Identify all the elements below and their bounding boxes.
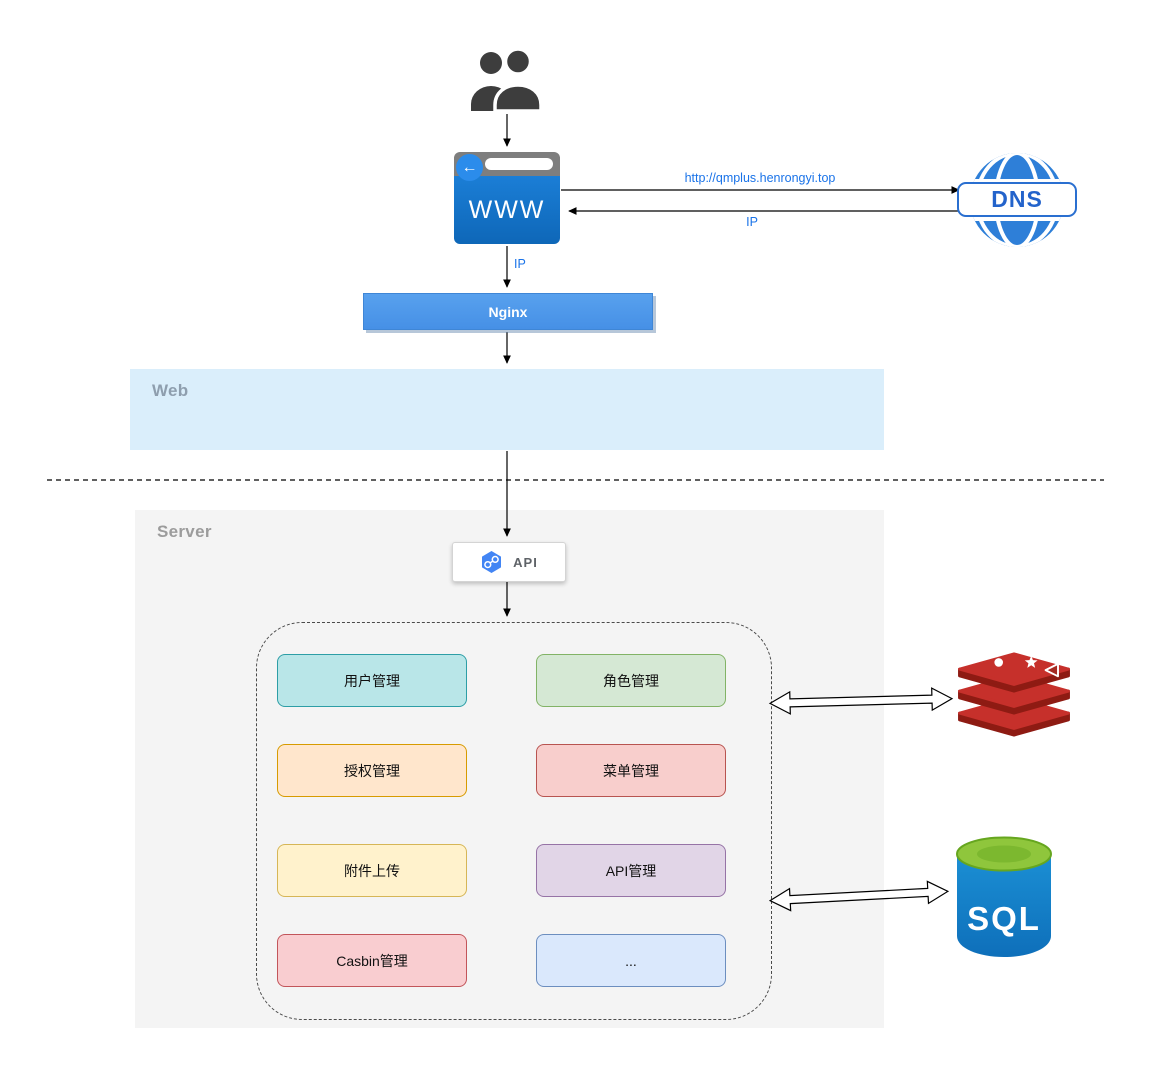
module-box: 菜单管理 [536,744,726,797]
module-grid: 用户管理 角色管理 授权管理 菜单管理 附件上传 API管理 [277,654,726,987]
edge-label-dns-request: http://qmplus.henrongyi.top [684,171,836,185]
module-label: 角色管理 [603,672,659,689]
dns-banner: DNS [957,182,1077,217]
module-label: Casbin管理 [336,952,408,969]
module-label: 授权管理 [344,762,400,779]
edge-label-browser-nginx-ip: IP [514,257,526,271]
sql-cylinder-top-inner [977,845,1031,863]
module-label: API管理 [605,862,657,879]
browser-body: WWW [454,176,560,244]
sql-label: SQL [967,900,1041,937]
module-attachment-upload: 附件上传 [277,844,467,897]
redis-triangle-deco [1044,662,1059,678]
module-label: 菜单管理 [603,762,659,779]
front-user-body [493,83,543,113]
api-label: API [513,554,538,570]
module-box: Casbin管理 [277,934,467,987]
module-box: ... [536,934,726,987]
sql-cylinder-body [957,854,1051,957]
module-box: API管理 [536,844,726,897]
web-zone: Web [130,369,884,450]
module-label: ... [625,952,637,969]
server-zone: Server [135,510,884,1028]
dns-label: DNS [991,186,1043,212]
module-casbin-management: Casbin管理 [277,934,467,987]
modules-dashed-container [256,622,772,1020]
redis-circle-deco [994,658,1003,667]
nginx-node: Nginx [363,293,653,330]
browser-label: WWW [468,195,546,224]
module-menu-management: 菜单管理 [536,744,726,797]
redis-star-deco [1024,655,1038,668]
module-auth-management: 授权管理 [277,744,467,797]
back-arrow-icon: ← [456,154,483,181]
sql-database-icon: SQL [956,836,1052,957]
web-zone-label: Web [152,381,189,400]
module-box: 角色管理 [536,654,726,707]
module-more: ... [536,934,726,987]
module-box: 附件上传 [277,844,467,897]
module-box: 用户管理 [277,654,467,707]
module-user-management: 用户管理 [277,654,467,707]
server-zone-label: Server [157,522,212,541]
nginx-label: Nginx [488,303,528,320]
browser-address-bar [485,158,553,170]
api-hexagon-icon [482,551,502,573]
dns-node: DNS [957,150,1077,250]
module-api-management: API管理 [536,844,726,897]
users-icon [471,48,543,113]
module-label: 用户管理 [344,672,400,689]
api-node: API [452,542,566,582]
module-label: 附件上传 [344,862,400,879]
front-user-head [503,48,533,76]
redis-icon [958,652,1070,737]
back-user-head [480,52,502,74]
browser-node: WWW ← [454,152,560,244]
module-role-management: 角色管理 [536,654,726,707]
module-box: 授权管理 [277,744,467,797]
edge-label-dns-response-ip: IP [746,215,758,229]
